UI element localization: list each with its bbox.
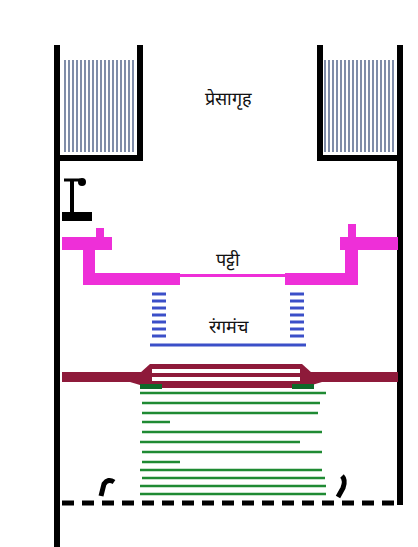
hall-label: प्रेसागृह xyxy=(202,88,255,110)
stage-label: रंगमंच xyxy=(206,316,251,338)
band-label: पट्टी xyxy=(213,249,243,271)
